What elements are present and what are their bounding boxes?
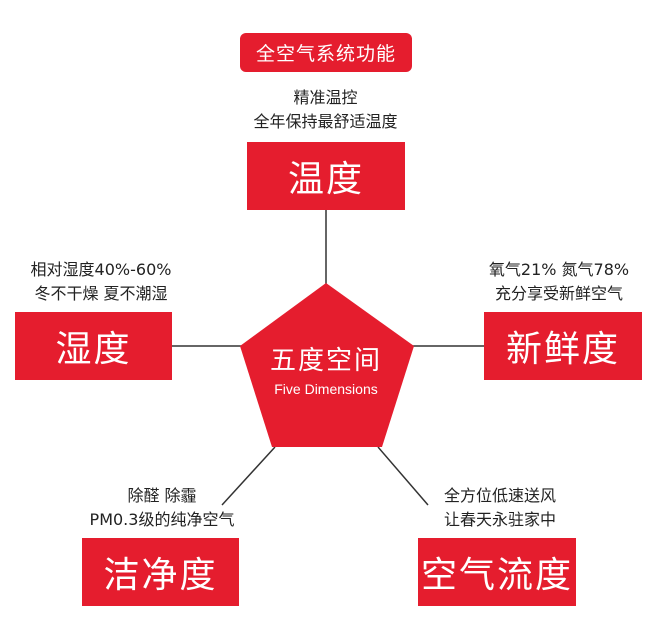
temperature-description: 精准温控 全年保持最舒适温度 bbox=[0, 86, 651, 134]
airflow-description: 全方位低速送风 让春天永驻家中 bbox=[400, 484, 600, 532]
airflow-box: 空气流度 bbox=[418, 538, 576, 606]
airflow-desc-line-1: 全方位低速送风 bbox=[443, 486, 556, 505]
freshness-box: 新鲜度 bbox=[484, 312, 642, 380]
humidity-desc-line-2: 冬不干燥 夏不潮湿 bbox=[34, 284, 168, 303]
cleanliness-box: 洁净度 bbox=[82, 538, 239, 606]
center-title: 五度空间 bbox=[269, 346, 382, 376]
freshness-description: 氧气21% 氮气78% 充分享受新鲜空气 bbox=[474, 258, 644, 306]
humidity-desc-line-1: 相对湿度40%-60% bbox=[30, 260, 172, 279]
temperature-desc-line-1: 精准温控 bbox=[293, 88, 358, 107]
center-subtitle: Five Dimensions bbox=[274, 381, 378, 397]
humidity-box: 湿度 bbox=[15, 312, 172, 380]
cleanliness-desc-line-1: 除醛 除霾 bbox=[127, 486, 197, 505]
connector-cleanliness bbox=[221, 446, 276, 506]
humidity-description: 相对湿度40%-60% 冬不干燥 夏不潮湿 bbox=[16, 258, 186, 306]
cleanliness-description: 除醛 除霾 PM0.3级的纯净空气 bbox=[62, 484, 262, 532]
system-functions-title: 全空气系统功能 bbox=[240, 33, 412, 72]
center-pentagon bbox=[240, 283, 414, 447]
airflow-desc-line-2: 让春天永驻家中 bbox=[443, 510, 556, 529]
freshness-desc-line-1: 氧气21% 氮气78% bbox=[488, 260, 630, 279]
temperature-desc-line-2: 全年保持最舒适温度 bbox=[253, 112, 398, 131]
connector-airflow bbox=[377, 446, 429, 506]
center-label: 五度空间 Five Dimensions bbox=[240, 340, 412, 397]
cleanliness-desc-line-2: PM0.3级的纯净空气 bbox=[89, 510, 235, 529]
freshness-desc-line-2: 充分享受新鲜空气 bbox=[494, 284, 623, 303]
temperature-box: 温度 bbox=[247, 142, 405, 210]
